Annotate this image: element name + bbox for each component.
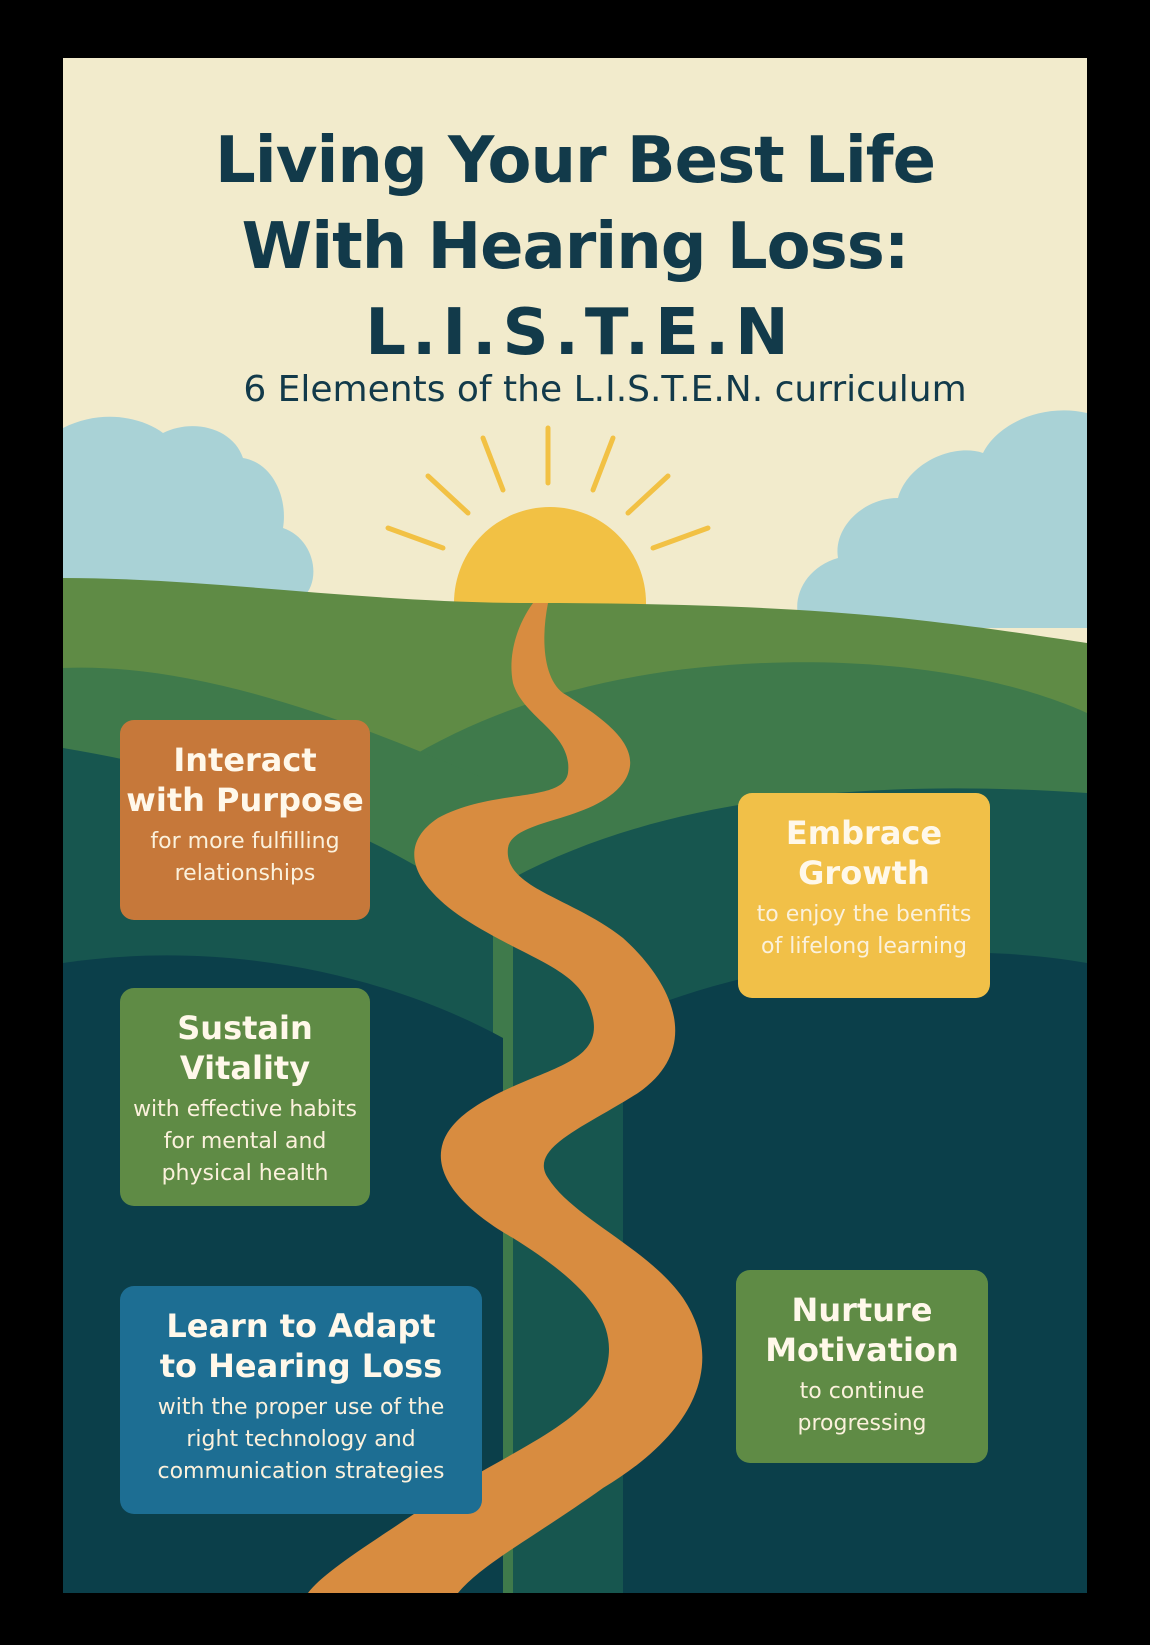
- element-card-sustain: Sustain Vitality with effective habits f…: [120, 988, 370, 1206]
- card-text: physical health: [161, 1161, 329, 1186]
- cloud-left: [63, 416, 314, 598]
- card-title: Interact: [173, 741, 317, 779]
- card-text: for mental and: [163, 1129, 327, 1154]
- element-card-embrace: Embrace Growth to enjoy the benfits of l…: [738, 793, 990, 998]
- title-acronym: L.I.S.T.E.N: [365, 296, 795, 370]
- card-title: Learn to Adapt: [166, 1307, 436, 1345]
- title-line-1: Living Your Best Life: [215, 124, 936, 198]
- card-title: Nurture: [791, 1291, 933, 1329]
- card-text: with the proper use of the: [157, 1395, 445, 1420]
- element-card-learn: Learn to Adapt to Hearing Loss with the …: [120, 1286, 482, 1514]
- card-title: Vitality: [179, 1049, 311, 1087]
- card-text: with effective habits: [133, 1097, 357, 1122]
- card-text: of lifelong learning: [761, 934, 967, 959]
- card-text: right technology and: [186, 1427, 416, 1452]
- title-line-2: With Hearing Loss:: [241, 210, 910, 284]
- cloud-right: [797, 410, 1087, 628]
- card-title: with Purpose: [126, 781, 364, 819]
- poster-subtitle: 6 Elements of the L.I.S.T.E.N. curriculu…: [243, 369, 967, 410]
- card-text: communication strategies: [157, 1459, 445, 1484]
- poster-title: Living Your Best Life With Hearing Loss:…: [63, 118, 1087, 376]
- card-text: progressing: [797, 1411, 927, 1436]
- card-text: to continue: [799, 1379, 925, 1404]
- card-title: Motivation: [765, 1331, 959, 1369]
- sun-rays: [385, 425, 711, 551]
- card-title: Embrace: [785, 814, 943, 852]
- element-card-interact: Interact with Purpose for more fulfillin…: [120, 720, 370, 920]
- card-text: to enjoy the benfits: [756, 902, 972, 927]
- card-title: Sustain: [177, 1009, 313, 1047]
- card-text: for more fulfilling: [150, 829, 340, 854]
- winding-road: [308, 603, 703, 1593]
- card-text: relationships: [174, 861, 316, 886]
- card-title: to Hearing Loss: [159, 1347, 443, 1385]
- poster: Living Your Best Life With Hearing Loss:…: [63, 58, 1087, 1593]
- element-card-nurture: Nurture Motivation to continue progressi…: [736, 1270, 988, 1463]
- card-title: Growth: [798, 854, 930, 892]
